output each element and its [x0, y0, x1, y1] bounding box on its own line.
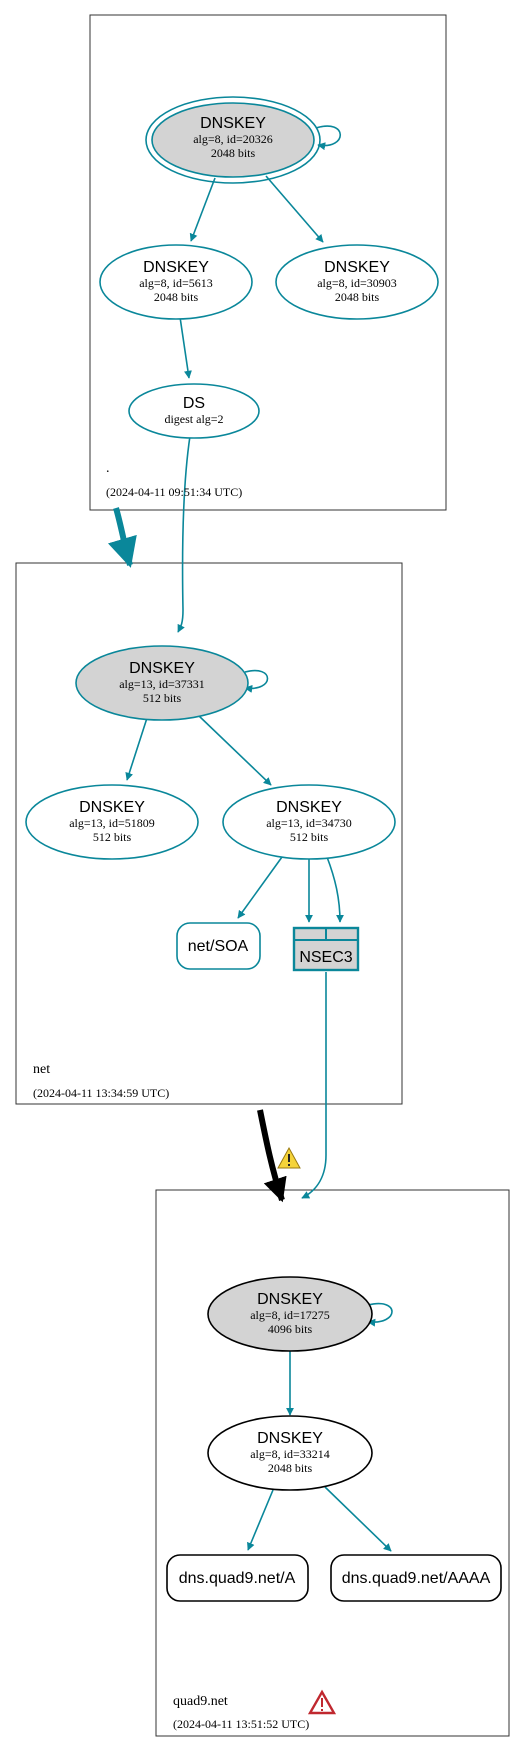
root-zsk2-node: DNSKEY alg=8, id=30903 2048 bits [275, 244, 439, 320]
edge-quad9-ksk-self [367, 1302, 393, 1327]
edge-root-ksk-to-zsk2 [265, 175, 324, 243]
quad9-ksk-node: DNSKEY alg=8, id=17275 4096 bits [207, 1276, 373, 1352]
edge-quad9-zsk-to-a [247, 1489, 274, 1551]
quad9-zsk-line1: alg=8, id=33214 [250, 1447, 330, 1461]
root-ksk-title: DNSKEY [200, 115, 266, 132]
net-zsk1-line1: alg=13, id=51809 [69, 816, 155, 830]
net-nsec3-label: NSEC3 [299, 949, 352, 966]
quad9-rr-a-label: dns.quad9.net/A [179, 1570, 296, 1587]
net-ksk-node: DNSKEY alg=13, id=37331 512 bits [75, 645, 249, 721]
root-ds-node: DS digest alg=2 [128, 383, 260, 439]
root-zone-timestamp: (2024-04-11 09:51:34 UTC) [106, 485, 242, 499]
root-ksk-line2: 2048 bits [211, 146, 256, 160]
quad9-zsk-node: DNSKEY alg=8, id=33214 2048 bits [207, 1415, 373, 1491]
net-ksk-line2: 512 bits [143, 691, 182, 705]
net-zone-timestamp: (2024-04-11 13:34:59 UTC) [33, 1086, 169, 1100]
zone-box-root [89, 14, 447, 511]
net-zsk2-line2: 512 bits [290, 830, 329, 844]
root-zsk2-title: DNSKEY [324, 259, 390, 276]
root-zsk2-line1: alg=8, id=30903 [317, 276, 397, 290]
quad9-rr-aaaa-label: dns.quad9.net/AAAA [342, 1570, 491, 1587]
edge-net-ksk-self [244, 669, 269, 693]
net-zone-name: net [33, 1062, 50, 1077]
quad9-ksk-line1: alg=8, id=17275 [250, 1308, 330, 1322]
quad9-zsk-line2: 2048 bits [268, 1461, 313, 1475]
root-zsk1-line1: alg=8, id=5613 [139, 276, 213, 290]
quad9-zone-name: quad9.net [173, 1694, 228, 1709]
net-nsec3-node: NSEC3 [292, 926, 360, 972]
quad9-rr-a-node: dns.quad9.net/A [166, 1554, 309, 1602]
warning-triangle-icon [277, 1146, 301, 1169]
edge-root-zsk1-to-ds [179, 316, 192, 379]
quad9-rr-aaaa-node: dns.quad9.net/AAAA [330, 1554, 502, 1602]
edge-net-zsk2-to-soa [237, 856, 283, 919]
root-zone-name: . [106, 461, 110, 476]
edge-root-ksk-self [315, 125, 342, 151]
root-ds-line1: digest alg=2 [164, 412, 223, 426]
net-zsk1-node: DNSKEY alg=13, id=51809 512 bits [25, 784, 199, 860]
root-ds-title: DS [183, 395, 205, 412]
net-soa-node: net/SOA [176, 922, 261, 970]
root-zsk1-line2: 2048 bits [154, 290, 199, 304]
edge-root-ksk-to-zsk1 [189, 177, 216, 242]
edge-net-nsec3-to-quad9 [301, 972, 327, 1199]
zone-box-quad9 [155, 1189, 510, 1737]
edge-quad9-zsk-to-aaaa [324, 1486, 392, 1552]
error-triangle-icon [307, 1689, 337, 1715]
net-ksk-line1: alg=13, id=37331 [119, 677, 205, 691]
net-zsk2-line1: alg=13, id=34730 [266, 816, 352, 830]
edge-net-zsk2-to-nsec3-b [326, 856, 344, 923]
root-ksk-line1: alg=8, id=20326 [193, 132, 273, 146]
net-zsk2-node: DNSKEY alg=13, id=34730 512 bits [222, 784, 396, 860]
net-ksk-title: DNSKEY [129, 660, 195, 677]
root-zsk1-node: DNSKEY alg=8, id=5613 2048 bits [99, 244, 253, 320]
net-zsk1-line2: 512 bits [93, 830, 132, 844]
quad9-zone-timestamp: (2024-04-11 13:51:52 UTC) [173, 1717, 309, 1731]
net-zsk2-title: DNSKEY [276, 799, 342, 816]
root-zsk1-title: DNSKEY [143, 259, 209, 276]
quad9-zsk-title: DNSKEY [257, 1430, 323, 1447]
quad9-ksk-title: DNSKEY [257, 1291, 323, 1308]
zone-box-net [15, 562, 403, 1105]
quad9-ksk-line2: 4096 bits [268, 1322, 313, 1336]
edge-net-ksk-to-zsk1 [125, 717, 148, 781]
root-ksk-node: DNSKEY alg=8, id=20326 2048 bits [145, 96, 321, 184]
net-soa-label: net/SOA [188, 938, 249, 955]
edge-delegation-root-to-net [107, 507, 137, 568]
edge-delegation-net-to-quad9 [257, 1109, 287, 1203]
root-zsk2-line2: 2048 bits [335, 290, 380, 304]
edge-root-ds-to-net-ksk [177, 435, 191, 633]
edge-net-ksk-to-zsk2 [197, 714, 272, 786]
net-zsk1-title: DNSKEY [79, 799, 145, 816]
